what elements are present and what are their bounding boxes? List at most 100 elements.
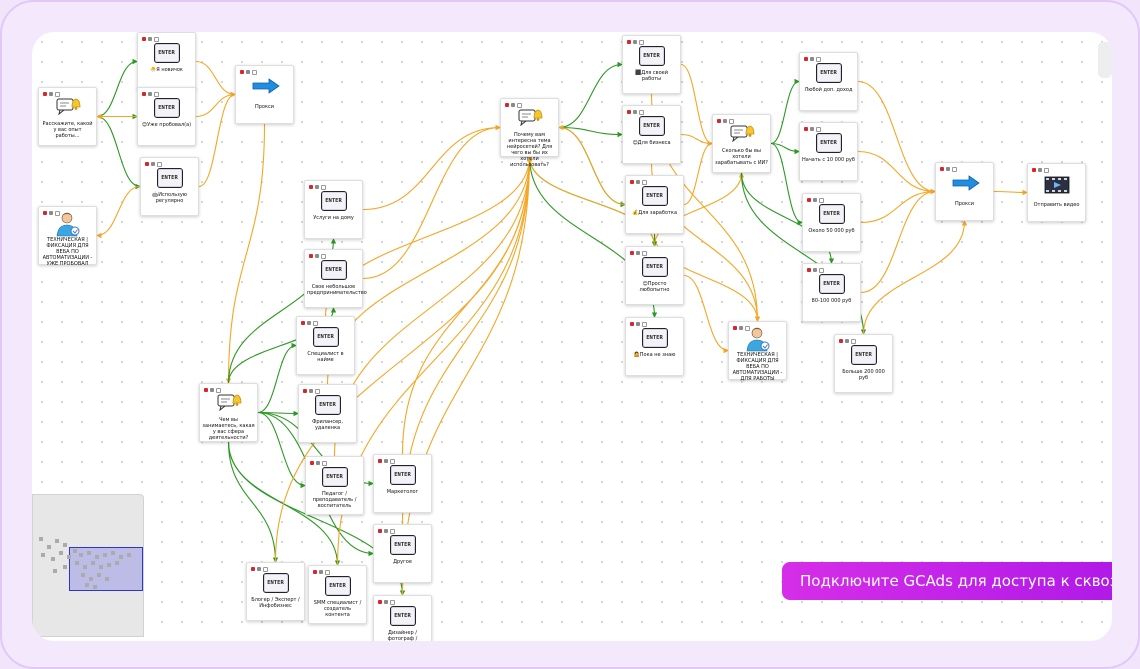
connection-occupation-q-to-blogger[interactable] — [227, 441, 279, 563]
page-icon — [322, 461, 327, 466]
minimap-node — [81, 573, 85, 577]
connection-80-100k-to-proxy-2[interactable] — [860, 188, 936, 294]
node-label: ТЕХНИЧЕСКАЯ | ФИКСАЦИЯ ДЛЯ ВЕБА ПО АВТОМ… — [732, 352, 783, 382]
node-send-video[interactable]: Отправить видео — [1027, 163, 1086, 222]
node-label: 😊Для бизнеса — [632, 140, 671, 146]
connection-blogger-to-interest-q[interactable] — [274, 156, 533, 563]
connection-earning-to-interest-q[interactable] — [558, 124, 626, 206]
enter-key-icon: ENTER — [153, 98, 180, 118]
page-icon — [745, 326, 750, 331]
flag-icon — [43, 211, 47, 215]
node-occupation-q[interactable]: Чем вы занимаетесь, какая у вас сфера де… — [199, 383, 258, 442]
flag-icon — [313, 570, 317, 574]
node-status-icons — [251, 567, 268, 572]
page-icon — [321, 185, 326, 190]
node-status-icons — [204, 388, 221, 393]
connection-about-50k-to-proxy-2[interactable] — [860, 188, 936, 224]
enter-key-icon: ENTER — [641, 328, 668, 348]
connection-small-business-to-interest-q[interactable] — [362, 124, 501, 280]
node-label: Услуги на дому — [313, 215, 354, 221]
node-tech-tried[interactable]: ТЕХНИЧЕСКАЯ | ФИКСАЦИЯ ДЛЯ ВЕБА ПО АВТОМ… — [38, 206, 97, 267]
connection-smm-to-interest-q[interactable] — [336, 156, 533, 566]
page-icon — [517, 103, 522, 108]
connection-over-200k-to-proxy-2[interactable] — [862, 220, 968, 335]
connection-experience-q-to-beginner[interactable] — [96, 58, 138, 118]
connection-designer-to-interest-q[interactable] — [401, 156, 533, 596]
connection-services-to-interest-q[interactable] — [362, 124, 501, 211]
page-icon — [642, 322, 647, 327]
node-business[interactable]: ENTER😊Для бизнеса — [622, 105, 681, 164]
connection-occupation-q-to-teacher[interactable] — [257, 411, 306, 489]
connection-use-regularly-to-tech-tried[interactable] — [96, 185, 141, 239]
node-label: 🐣Я новичок — [150, 67, 183, 73]
node-status-icons — [145, 162, 162, 167]
connection-proxy-2-to-send-video[interactable] — [993, 189, 1028, 196]
node-experience-q[interactable]: Расскажите, какой у вас опыт работы... — [38, 87, 97, 146]
gcads-promo-banner[interactable]: Подключите GCAds для доступа к сквозной — [782, 562, 1112, 600]
node-tried[interactable]: ENTER😊Уже пробовал(а) — [137, 87, 196, 146]
node-curiosity[interactable]: ENTER😊Просто любопытно — [625, 246, 684, 305]
node-use-regularly[interactable]: ENTER🤖Использую регулярно — [140, 157, 199, 216]
node-earn-q[interactable]: Сколько бы вы хотели зарабатывать с ИИ? — [712, 114, 771, 173]
connection-own-work-to-earn-q[interactable] — [680, 63, 713, 147]
connection-business-to-earn-q[interactable] — [680, 133, 713, 147]
connection-earn-q-to-any-income[interactable] — [770, 78, 800, 145]
connection-interest-q-to-own-work[interactable] — [558, 61, 623, 129]
user-icon — [384, 600, 388, 604]
page-icon — [816, 57, 821, 62]
node-status-icons — [804, 57, 821, 62]
flag-icon — [1032, 168, 1036, 172]
node-earning[interactable]: ENTER💰Для заработка — [625, 175, 684, 234]
minimap[interactable] — [32, 494, 144, 637]
connection-earn-q-to-from-10k[interactable] — [770, 142, 800, 155]
minimap-node — [55, 539, 59, 543]
connection-marketer-to-interest-q[interactable] — [401, 156, 533, 455]
node-label: Начать с 10 000 руб — [802, 157, 855, 163]
node-dont-know[interactable]: ENTER🤷Пока не знаю — [625, 317, 684, 376]
minimap-node — [75, 561, 79, 565]
node-own-work[interactable]: ENTER⬛Для своей работы — [622, 35, 681, 94]
user-icon — [946, 167, 950, 171]
connection-interest-q-to-business[interactable] — [558, 126, 623, 138]
node-status-icons — [378, 529, 395, 534]
connection-earning-to-earn-q[interactable] — [683, 140, 713, 206]
node-beginner[interactable]: ENTER🐣Я новичок — [137, 32, 196, 91]
connection-use-regularly-to-proxy-1[interactable] — [198, 91, 236, 188]
node-proxy-2[interactable]: Прокси — [935, 162, 994, 221]
scroll-handle[interactable] — [1098, 42, 1112, 78]
connection-beginner-to-proxy-1[interactable] — [195, 60, 236, 98]
node-status-icons — [940, 167, 957, 172]
connection-occupation-q-to-hired[interactable] — [257, 342, 297, 414]
node-status-icons — [807, 268, 824, 273]
node-tech-work[interactable]: ТЕХНИЧЕСКАЯ | ФИКСАЦИЯ ДЛЯ ВЕБА ПО АВТОМ… — [728, 321, 787, 382]
connection-from-10k-to-proxy-2[interactable] — [857, 150, 936, 195]
node-interest-q[interactable]: Почему вам интересна тема нейросетей? Дл… — [500, 98, 559, 168]
connection-proxy-1-to-occupation-q[interactable] — [225, 123, 266, 384]
connection-curiosity-to-earn-q[interactable] — [653, 172, 745, 247]
connection-earn-q-to-about-50k[interactable] — [770, 142, 803, 226]
flag-icon — [839, 339, 843, 343]
page-icon — [390, 529, 395, 534]
connection-any-income-to-proxy-2[interactable] — [857, 80, 936, 195]
connection-curiosity-to-tech-work[interactable] — [683, 274, 729, 354]
node-proxy-1[interactable]: Прокси — [235, 65, 294, 124]
minimap-node — [89, 577, 93, 581]
enter-key-icon: ENTER — [641, 257, 668, 277]
connection-experience-q-to-use-regularly[interactable] — [96, 115, 141, 190]
